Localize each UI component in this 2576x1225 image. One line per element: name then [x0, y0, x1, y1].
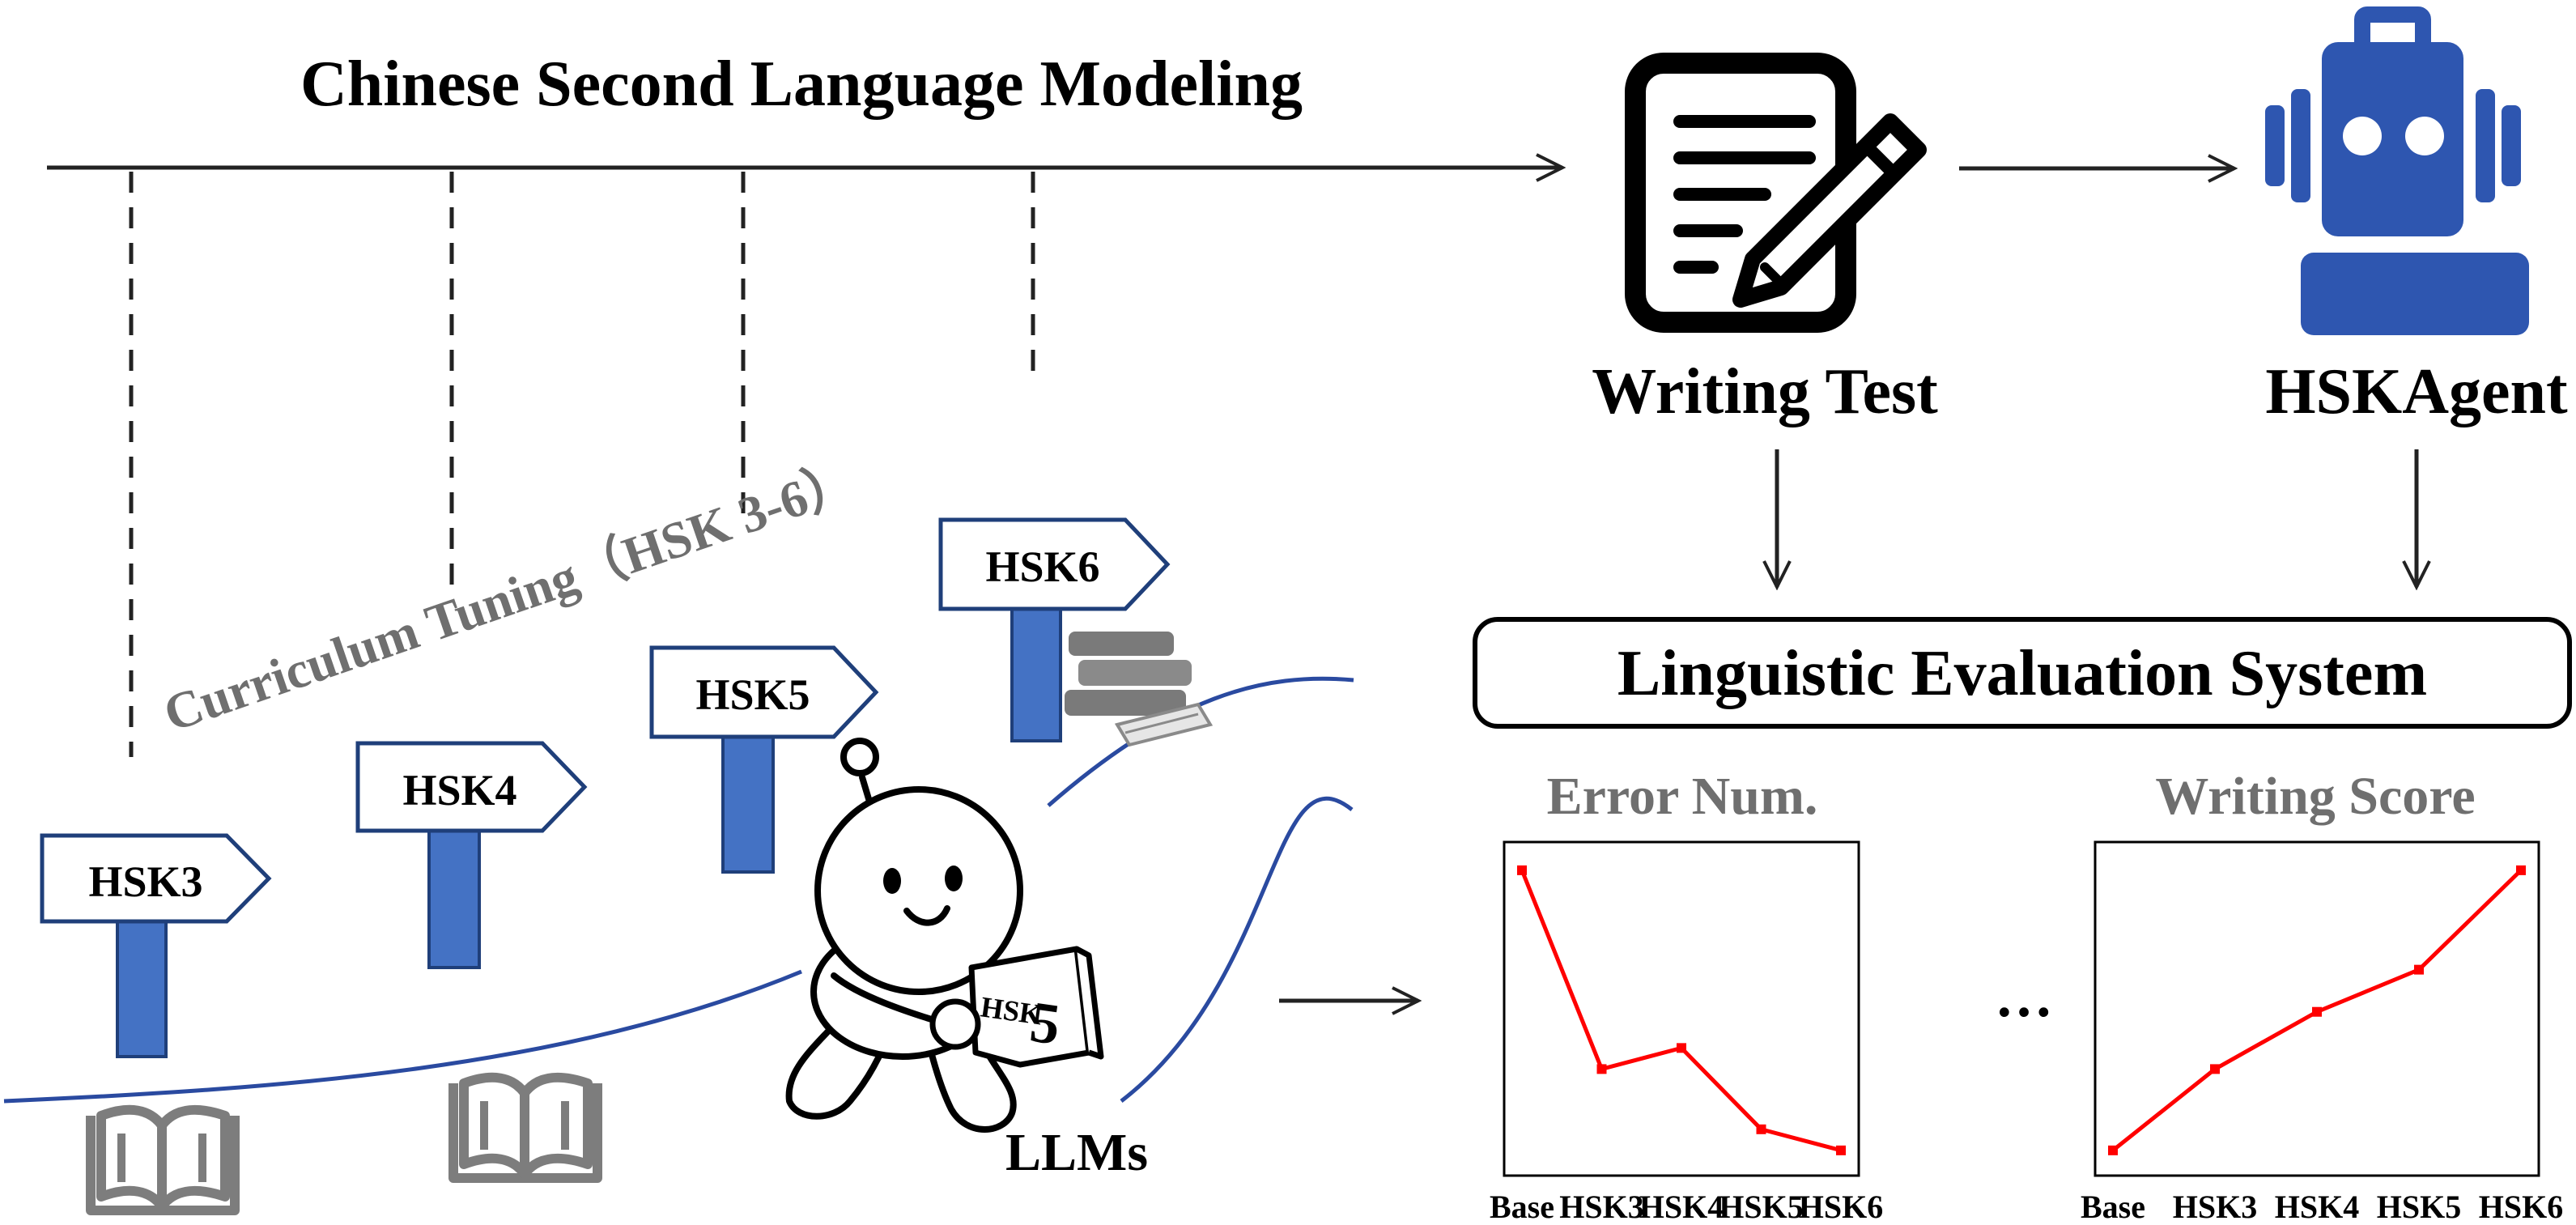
- open-book-icon-2: [448, 1072, 602, 1183]
- x-tick-label-hsk3: HSK3: [1559, 1189, 1643, 1225]
- data-point-hsk4: [2312, 1006, 2322, 1017]
- data-point-hsk3: [2210, 1064, 2220, 1074]
- x-tick-label-hsk3: HSK3: [2173, 1189, 2257, 1225]
- data-point-hsk6: [2516, 865, 2526, 875]
- book-stack-icon: [1065, 632, 1214, 747]
- chart-title: Error Num.: [1547, 767, 1818, 826]
- x-tick-label-hsk5: HSK5: [1719, 1189, 1803, 1225]
- data-point-base: [2108, 1145, 2118, 1155]
- llm-robot-illustration: [785, 738, 1023, 1133]
- signpost-hsk5: HSK5: [649, 645, 879, 874]
- path-curve-lower: [3, 969, 802, 1104]
- x-tick-label-hsk4: HSK4: [1639, 1189, 1724, 1225]
- robot-eye-left: [883, 868, 901, 894]
- x-tick-label-hsk4: HSK4: [2275, 1189, 2359, 1225]
- writing-score-chart: Writing Score Base HSK3 HSK4 HSK5 HSK6: [2081, 767, 2563, 1225]
- data-point-hsk5: [2414, 964, 2424, 975]
- hsk-agent-label: HSKAgent: [2265, 356, 2568, 427]
- timeline-ticks: [129, 172, 1035, 757]
- robot-eye-right: [945, 866, 963, 891]
- hsk5-book-icon: HSK 5: [929, 946, 1104, 1068]
- writing-test-icon: [1625, 53, 1927, 333]
- data-point-hsk5: [1756, 1124, 1766, 1134]
- x-tick-label-hsk6: HSK6: [2479, 1189, 2563, 1225]
- llms-label: LLMs: [1005, 1123, 1148, 1182]
- signpost-hsk5-label: HSK5: [695, 670, 810, 719]
- ellipsis-label: …: [1995, 964, 2053, 1029]
- eval-system-box: [1473, 617, 2572, 729]
- x-tick-label-base: Base: [1490, 1189, 1554, 1225]
- hsk-agent-robot-icon: [2265, 6, 2529, 335]
- chart-frame: [1503, 840, 1860, 1177]
- x-tick-label-hsk6: HSK6: [1799, 1189, 1883, 1225]
- signpost-hsk6: HSK6: [938, 517, 1171, 742]
- x-tick-label-hsk5: HSK5: [2377, 1189, 2461, 1225]
- learning-path-curves: [3, 676, 1354, 1104]
- path-curve-upper: [1047, 676, 1354, 807]
- path-curve-middle: [1120, 796, 1354, 1103]
- chart-title: Writing Score: [2155, 767, 2475, 826]
- signpost-hsk4-label: HSK4: [402, 766, 516, 815]
- signpost-hsk3: HSK3: [40, 833, 272, 1058]
- data-point-hsk3: [1596, 1064, 1607, 1074]
- eval-system-label: Linguistic Evaluation System: [1617, 638, 2427, 709]
- signpost-hsk4: HSK4: [355, 741, 588, 969]
- data-point-hsk4: [1677, 1043, 1686, 1053]
- x-tick-label-base: Base: [2081, 1189, 2145, 1225]
- open-book-icon-1: [86, 1104, 240, 1215]
- signpost-hsk3-label: HSK3: [88, 857, 202, 906]
- data-point-hsk6: [1836, 1145, 1846, 1155]
- data-point-base: [1517, 865, 1527, 875]
- diagram-title: Chinese Second Language Modeling: [300, 49, 1303, 120]
- signpost-hsk6-label: HSK6: [985, 542, 1099, 591]
- writing-test-label: Writing Test: [1592, 356, 1938, 427]
